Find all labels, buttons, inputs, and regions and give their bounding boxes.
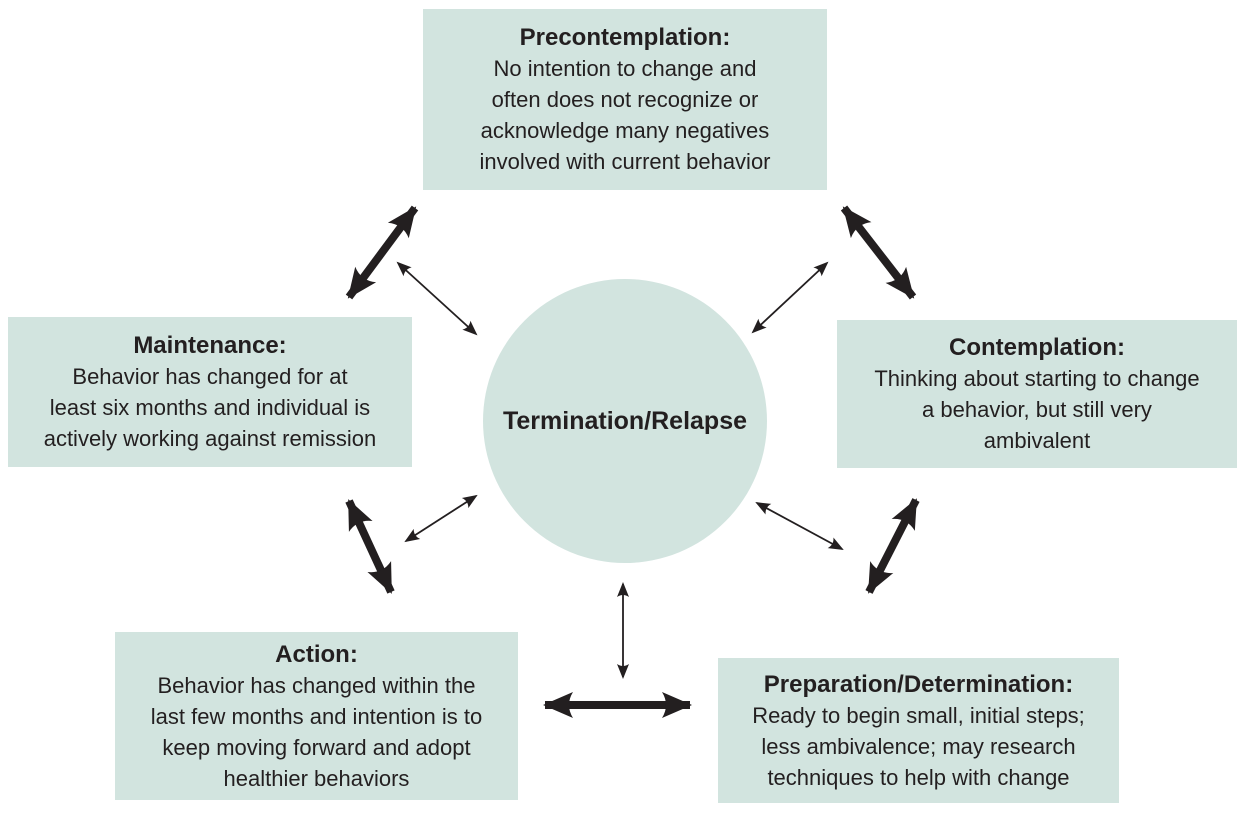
stage-title-action: Action: <box>275 640 358 668</box>
stage-box-preparation: Preparation/Determination: Ready to begi… <box>718 658 1119 803</box>
stage-box-action: Action: Behavior has changed within the … <box>115 632 518 800</box>
stage-title-precontemplation: Precontemplation: <box>519 24 731 51</box>
arrow-precontemplation-contemplation <box>840 205 917 300</box>
arrow-maintenance-precontemplation <box>345 205 419 300</box>
stage-description-preparation: Ready to begin small, initial steps; les… <box>752 702 1085 790</box>
center-circle-termination-relapse: Termination/Relapse <box>483 279 767 563</box>
stage-title-maintenance: Maintenance: <box>133 332 287 359</box>
arrow-center-lower-right <box>755 502 844 550</box>
arrow-maintenance-action <box>345 499 395 594</box>
arrow-center-lower-left <box>404 494 478 543</box>
stage-description-maintenance: Behavior has changed for at least six mo… <box>43 364 377 451</box>
stage-description-precontemplation: No intention to change and often does no… <box>479 56 771 174</box>
arrow-center-upper-right <box>751 261 829 334</box>
stage-title-preparation: Preparation/Determination: <box>763 670 1074 698</box>
stage-description-action: Behavior has changed within the last few… <box>150 672 483 791</box>
stage-box-precontemplation: Precontemplation: No intention to change… <box>423 9 827 190</box>
stage-description-contemplation: Thinking about starting to change a beha… <box>874 366 1200 453</box>
stage-box-contemplation: Contemplation: Thinking about starting t… <box>837 320 1237 468</box>
arrow-contemplation-preparation <box>865 498 920 594</box>
stage-box-maintenance: Maintenance: Behavior has changed for at… <box>8 317 412 467</box>
stage-title-contemplation: Contemplation: <box>949 334 1125 361</box>
center-circle-label: Termination/Relapse <box>502 406 748 435</box>
arrow-center-upper-left <box>396 261 478 336</box>
